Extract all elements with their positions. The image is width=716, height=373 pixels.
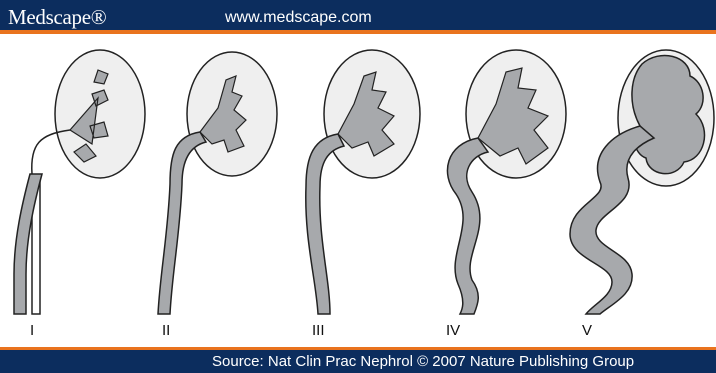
header-bar: Medscape® www.medscape.com [0, 0, 716, 34]
grade-2-kidney [158, 52, 277, 314]
footer-bar: Source: Nat Clin Prac Nephrol © 2007 Nat… [0, 347, 716, 373]
reflux-diagram: I II III IV V [0, 34, 716, 350]
grade-label-1: I [30, 322, 34, 339]
footer-accent-line [0, 347, 716, 350]
site-url[interactable]: www.medscape.com [225, 9, 372, 27]
grade-1-ureter [14, 174, 42, 314]
grade-1-kidney [32, 50, 145, 314]
grade-label-3: III [312, 322, 325, 339]
grade-label-5: V [582, 322, 592, 339]
kidney-ureter-figure [0, 34, 716, 350]
grade-4-kidney [447, 50, 566, 314]
grade-label-4: IV [446, 322, 460, 339]
source-credit: Source: Nat Clin Prac Nephrol © 2007 Nat… [212, 353, 634, 370]
grade-label-2: II [162, 322, 170, 339]
brand-logo[interactable]: Medscape® [8, 5, 106, 30]
grade-5-kidney [570, 50, 714, 314]
grade-3-kidney [306, 50, 420, 314]
